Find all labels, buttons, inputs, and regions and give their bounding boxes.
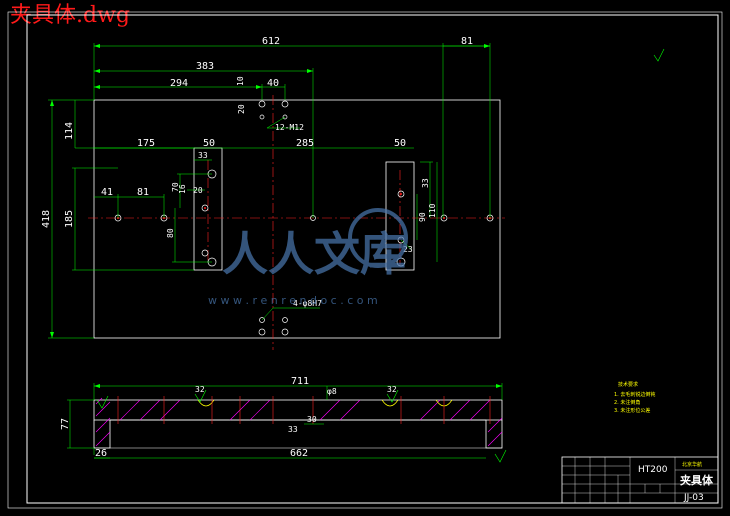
hole-centers bbox=[117, 193, 491, 219]
section-dimension-lines bbox=[67, 383, 503, 459]
dim-41: 41 bbox=[101, 187, 113, 198]
watermark-brand: 人人文库 bbox=[222, 227, 406, 281]
section-view: 711 φ8 32 32 77 26 662 30 33 bbox=[60, 376, 503, 459]
dim-175: 175 bbox=[137, 138, 155, 149]
section-arrowheads bbox=[94, 384, 502, 388]
dim-383: 383 bbox=[196, 61, 214, 72]
tech-note-2: 2. 未注倒角 bbox=[614, 399, 640, 406]
title-part-name: 夹具体 bbox=[680, 473, 714, 487]
right-slot bbox=[385, 161, 415, 271]
dim-10: 10 bbox=[236, 76, 245, 86]
section-holes bbox=[197, 399, 453, 407]
dim-20-mid: 20 bbox=[193, 186, 203, 195]
dim-32-left: 32 bbox=[195, 385, 205, 394]
dim-30: 30 bbox=[307, 415, 317, 424]
dim-20-top: 20 bbox=[237, 104, 246, 114]
dim-33-section: 33 bbox=[288, 425, 298, 434]
dim-662: 662 bbox=[290, 448, 308, 459]
dimension-arrowheads bbox=[50, 44, 490, 338]
dim-418: 418 bbox=[41, 210, 52, 228]
dim-phi8: φ8 bbox=[327, 387, 337, 396]
dim-612: 612 bbox=[262, 36, 280, 47]
dim-33-left: 33 bbox=[198, 151, 208, 160]
dim-294: 294 bbox=[170, 78, 188, 89]
title-drawing-no: JJ-03 bbox=[683, 493, 704, 503]
pin-callout: 4-φ8H7 bbox=[293, 299, 322, 308]
dim-70: 70 bbox=[171, 182, 180, 192]
surface-finish-marks bbox=[96, 48, 665, 463]
tech-notes-heading: 技术要求 bbox=[618, 381, 638, 388]
title-block: HT200 北京华航 夹具体 JJ-03 bbox=[561, 456, 719, 504]
dim-33-right: 33 bbox=[421, 178, 430, 188]
centerlines bbox=[88, 95, 505, 350]
title-unit: 北京华航 bbox=[682, 461, 702, 468]
dim-80: 80 bbox=[166, 228, 175, 238]
dim-32-right: 32 bbox=[387, 385, 397, 394]
dim-114: 114 bbox=[64, 122, 75, 140]
watermark: 人人文库 w w w . r e n r e n d o c . c o m bbox=[208, 208, 408, 307]
dim-711: 711 bbox=[291, 376, 309, 387]
dim-285: 285 bbox=[296, 138, 314, 149]
plate-outline bbox=[93, 99, 501, 339]
dim-50-right: 50 bbox=[394, 138, 406, 149]
dim-110: 110 bbox=[428, 203, 437, 218]
dim-23: 23 bbox=[403, 245, 413, 254]
dim-77: 77 bbox=[60, 418, 71, 430]
watermark-ring bbox=[348, 208, 408, 268]
dim-50-left: 50 bbox=[203, 138, 215, 149]
watermark-url: w w w . r e n r e n d o c . c o m bbox=[208, 294, 378, 307]
thread-callout: 12-M12 bbox=[275, 123, 304, 132]
dim-26: 26 bbox=[95, 448, 107, 459]
sheet-border bbox=[7, 11, 723, 509]
dim-185: 185 bbox=[64, 210, 75, 228]
tech-note-1: 1. 去毛刺锐边倒钝 bbox=[614, 391, 655, 398]
section-centerlines bbox=[117, 396, 491, 424]
dim-81-top: 81 bbox=[461, 36, 473, 47]
dim-40: 40 bbox=[267, 78, 279, 89]
dim-81-left: 81 bbox=[137, 187, 149, 198]
dim-90: 90 bbox=[418, 212, 427, 222]
section-base bbox=[93, 419, 503, 449]
title-material: HT200 bbox=[638, 465, 668, 475]
tech-note-3: 3. 未注形位公差 bbox=[614, 407, 650, 414]
plan-dimension-lines bbox=[48, 43, 491, 339]
dim-16: 16 bbox=[178, 184, 187, 194]
section-plate bbox=[93, 399, 503, 421]
technical-notes: 技术要求 1. 去毛刺锐边倒钝 2. 未注倒角 3. 未注形位公差 bbox=[614, 381, 655, 414]
